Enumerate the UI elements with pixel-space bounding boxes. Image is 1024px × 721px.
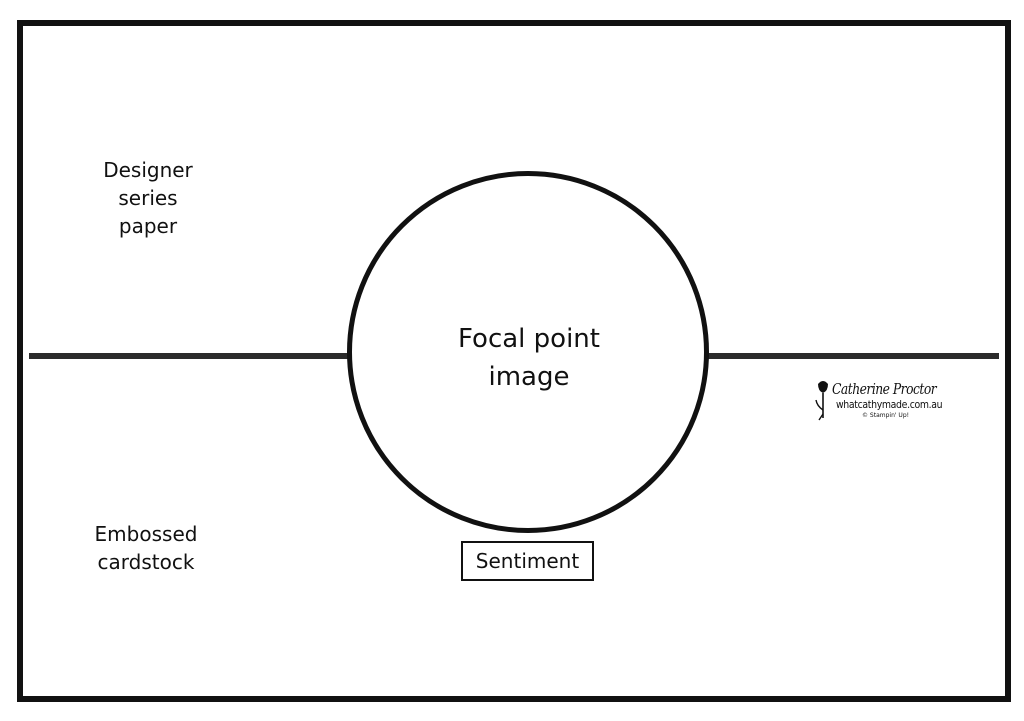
focal-point-circle — [347, 171, 709, 533]
logo-name: Catherine Proctor — [832, 380, 937, 398]
logo-credit: © Stampin' Up! — [862, 412, 910, 419]
logo-url: whatcathymade.com.au — [836, 398, 943, 411]
watermark-logo: Catherine Proctor whatcathymade.com.au ©… — [814, 378, 954, 424]
embossed-cardstock-label: Embossed cardstock — [94, 522, 198, 574]
focal-point-label: Focal point image — [458, 324, 600, 392]
card-frame — [17, 20, 1011, 702]
designer-series-paper-label: Designer series paper — [103, 158, 193, 238]
sentiment-label: Sentiment — [475, 549, 580, 573]
divider-line-left — [29, 353, 353, 359]
divider-line-right — [704, 353, 999, 359]
tulip-icon — [815, 381, 828, 421]
sentiment-box: Sentiment — [461, 541, 594, 581]
